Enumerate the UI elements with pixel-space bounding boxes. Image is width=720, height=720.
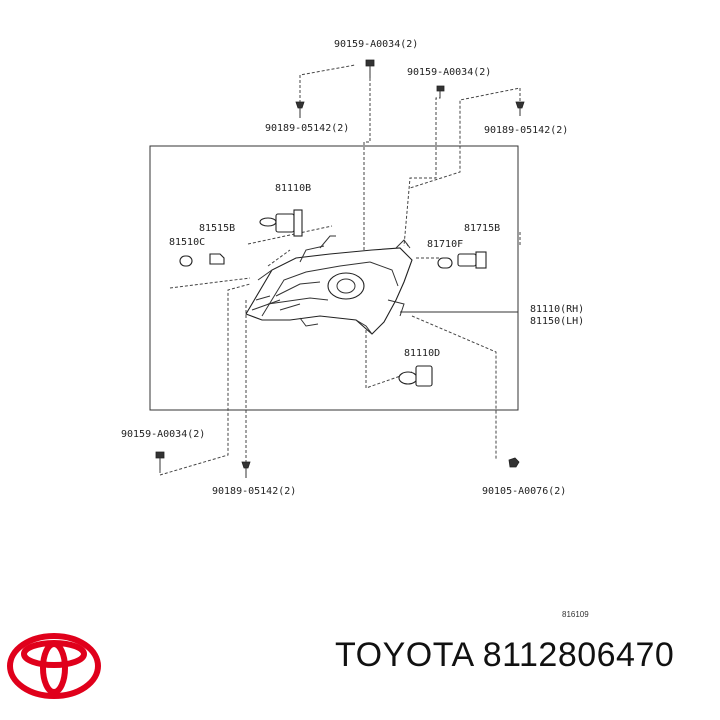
bolt-bottom-left xyxy=(155,451,165,470)
callout-bulb-side-left: 81510C xyxy=(169,237,205,248)
socket-81515b xyxy=(209,253,225,265)
clip-top-right xyxy=(515,101,525,116)
clip-bottom-left xyxy=(241,461,251,478)
bulb-81110b xyxy=(259,209,303,237)
toyota-logo-emblem xyxy=(7,633,101,699)
bolt-top-right xyxy=(436,85,445,98)
bulb-81110d xyxy=(398,365,433,387)
callout-bulb-side-right: 81710F xyxy=(427,239,463,250)
callout-socket-right: 81715B xyxy=(464,223,500,234)
brand-part-number: TOYOTA 8112806470 xyxy=(335,636,675,674)
bulb-81510c xyxy=(179,255,193,267)
assembly-frame xyxy=(149,145,519,411)
callout-top-right-bolt: 90159-A0034(2) xyxy=(407,67,491,78)
clip-top-left xyxy=(295,101,305,118)
socket-81715b xyxy=(457,251,487,269)
callout-bulb-low: 81110D xyxy=(404,348,440,359)
headlamp-assembly xyxy=(245,235,413,335)
callout-bottom-right-screw: 90105-A0076(2) xyxy=(482,486,566,497)
callout-bulb-high: 81110B xyxy=(275,183,311,194)
callout-assembly-lh: 81150(LH) xyxy=(530,316,584,327)
bulb-81710f xyxy=(437,257,453,269)
callout-top-right-clip: 90189-05142(2) xyxy=(484,125,568,136)
toyota-logo xyxy=(7,633,101,699)
screw-bottom-right xyxy=(508,457,520,468)
leader-lines xyxy=(159,64,521,476)
figure-reference: 816109 xyxy=(562,610,589,619)
callout-top-center: 90159-A0034(2) xyxy=(334,39,418,50)
bolt-top-center xyxy=(365,59,375,78)
callout-socket-left: 81515B xyxy=(199,223,235,234)
callout-top-left-clip: 90189-05142(2) xyxy=(265,123,349,134)
callout-bottom-left-clip: 90189-05142(2) xyxy=(212,486,296,497)
callout-assembly-rh: 81110(RH) xyxy=(530,304,584,315)
callout-bottom-left-bolt: 90159-A0034(2) xyxy=(121,429,205,440)
